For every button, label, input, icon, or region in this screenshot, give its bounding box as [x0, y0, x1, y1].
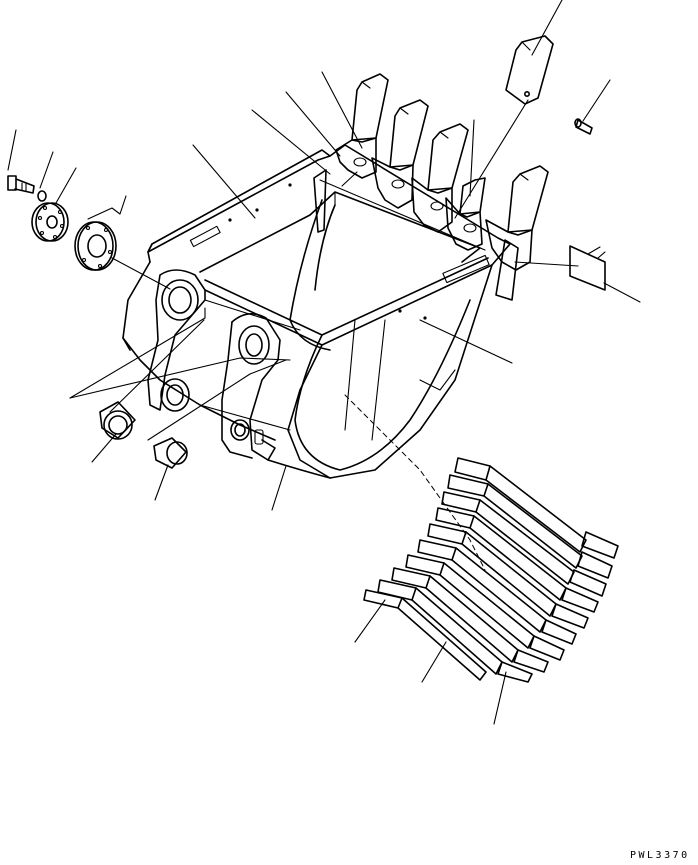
- shim-plate: [74, 221, 117, 271]
- wear-plate-strips: [344, 394, 619, 683]
- washer: [37, 190, 47, 202]
- tooth-points: [351, 35, 554, 236]
- leader-lines-right: [192, 0, 641, 364]
- bolt: [7, 175, 35, 194]
- leader-lines-bushings: [69, 307, 291, 511]
- bushing-flanged: [99, 401, 136, 440]
- side-cutter: [313, 169, 519, 301]
- adapters: [335, 137, 533, 271]
- leader-lines-left: [7, 129, 171, 290]
- side-shim: [569, 245, 606, 291]
- bushing-plain: [153, 437, 188, 469]
- leader-lines-strips: [354, 599, 507, 725]
- flange-plate: [31, 202, 69, 242]
- drawing-code: PWL3370: [630, 850, 690, 861]
- pin: [574, 118, 593, 135]
